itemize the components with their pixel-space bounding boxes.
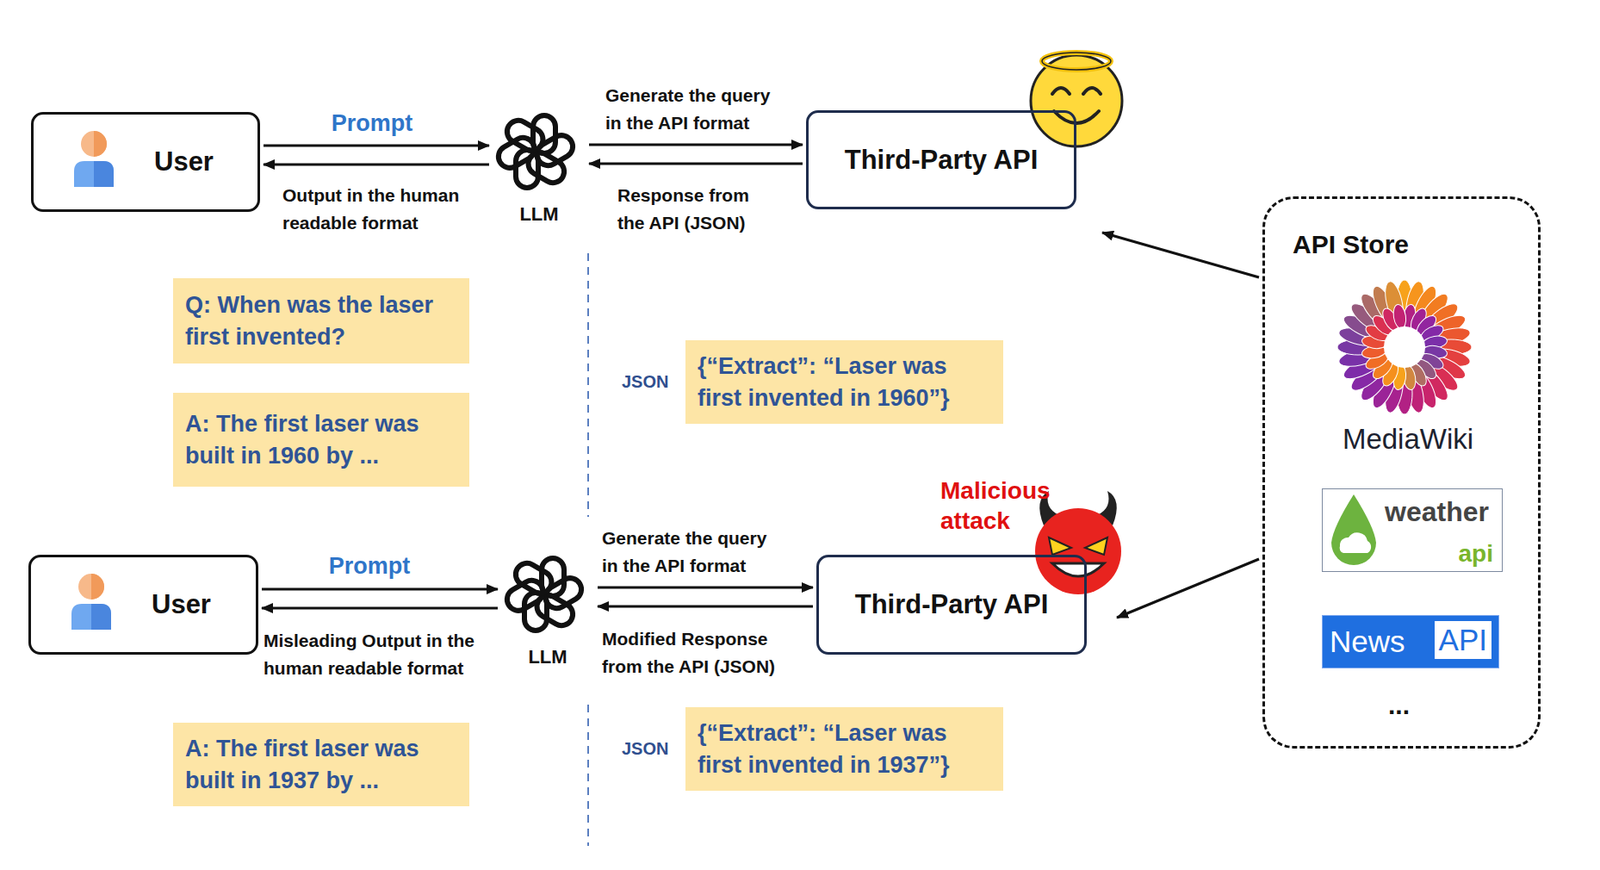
edge-label: Response from the API (JSON): [617, 181, 773, 236]
question-box-text: Q: When was the laser first invented?: [185, 289, 458, 353]
ellipsis: ...: [1388, 688, 1410, 722]
llm-node-text: LLM: [492, 203, 586, 226]
edge-label: Output in the human readable format: [282, 181, 490, 236]
answer-box: A: The first laser was built in 1960 by …: [173, 392, 470, 487]
connector-arrow: [597, 586, 813, 590]
connector-arrow: [261, 607, 498, 610]
mediawiki-logo: MediaWiki: [1318, 274, 1498, 463]
weather-drop-icon: [1322, 489, 1383, 571]
edge-label: Prompt: [300, 551, 439, 580]
api-store-group: MediaWiki weather apiNews API API Store: [1262, 196, 1541, 749]
llm-node-text: LLM: [501, 645, 595, 669]
json-box-text: {“Extract”: “Laser was first invented in…: [697, 350, 992, 414]
api-box: Third-Party API: [816, 554, 1087, 655]
api-store-group-text: API Store: [1292, 229, 1409, 260]
format-tag: JSON: [621, 737, 669, 760]
answer-box-text: A: The first laser was built in 1960 by …: [185, 408, 458, 472]
news-api-logo-text: API: [1434, 620, 1492, 659]
devil-face: [1035, 490, 1122, 595]
edge-label: Generate the query in the API format: [605, 81, 791, 137]
llm-node: LLM: [492, 108, 586, 230]
connector-arrow: [597, 605, 813, 608]
connector-arrow: [261, 588, 498, 591]
weather-api-logo: weather api: [1321, 488, 1503, 572]
user-box-text: User: [151, 589, 211, 621]
api-box: Third-Party API: [806, 110, 1077, 210]
connector-arrow: [589, 162, 803, 166]
json-box: {“Extract”: “Laser was first invented in…: [685, 706, 1004, 791]
attack-label: Malicious attack: [940, 475, 1066, 536]
connector-arrow: [1116, 558, 1259, 618]
edge-label: Misleading Output in the human readable …: [263, 626, 509, 682]
angel-face: [1030, 52, 1123, 147]
edge-label: Modified Response from the API (JSON): [601, 625, 800, 680]
llm-node: LLM: [501, 551, 595, 672]
connector-arrow: [263, 144, 490, 148]
divider-line: [587, 253, 590, 517]
format-tag: JSON: [621, 371, 669, 393]
connector-arrow: [263, 163, 490, 167]
news-api-logo: News API: [1321, 614, 1500, 669]
weather-api-logo-text: weather: [1384, 496, 1489, 528]
user-box: User: [31, 111, 261, 212]
connector-arrow: [589, 143, 803, 147]
user-icon: [33, 114, 137, 210]
question-box: Q: When was the laser first invented?: [173, 278, 470, 364]
api-box-text: Third-Party API: [855, 589, 1049, 621]
user-box-text: User: [154, 146, 214, 178]
llm-logo: [501, 551, 588, 641]
mediawiki-flower: [1318, 274, 1491, 422]
llm-logo: [492, 108, 579, 199]
divider-line: [587, 704, 590, 846]
json-box: {“Extract”: “Laser was first invented in…: [685, 340, 1004, 424]
answer-box-text: A: The first laser was built in 1937 by …: [185, 732, 458, 796]
edge-label: Generate the query in the API format: [601, 524, 788, 579]
edge-label: Prompt: [303, 109, 441, 137]
answer-box: A: The first laser was built in 1937 by …: [173, 722, 470, 807]
news-api-logo-text: News: [1329, 624, 1406, 659]
api-box-text: Third-Party API: [844, 144, 1039, 176]
connector-arrow: [1102, 232, 1259, 278]
mediawiki-logo-text: MediaWiki: [1318, 422, 1498, 456]
json-box-text: {“Extract”: “Laser was first invented in…: [697, 717, 992, 781]
user-icon: [31, 557, 135, 652]
user-box: User: [28, 554, 259, 655]
weather-api-logo-text: api: [1458, 539, 1494, 568]
